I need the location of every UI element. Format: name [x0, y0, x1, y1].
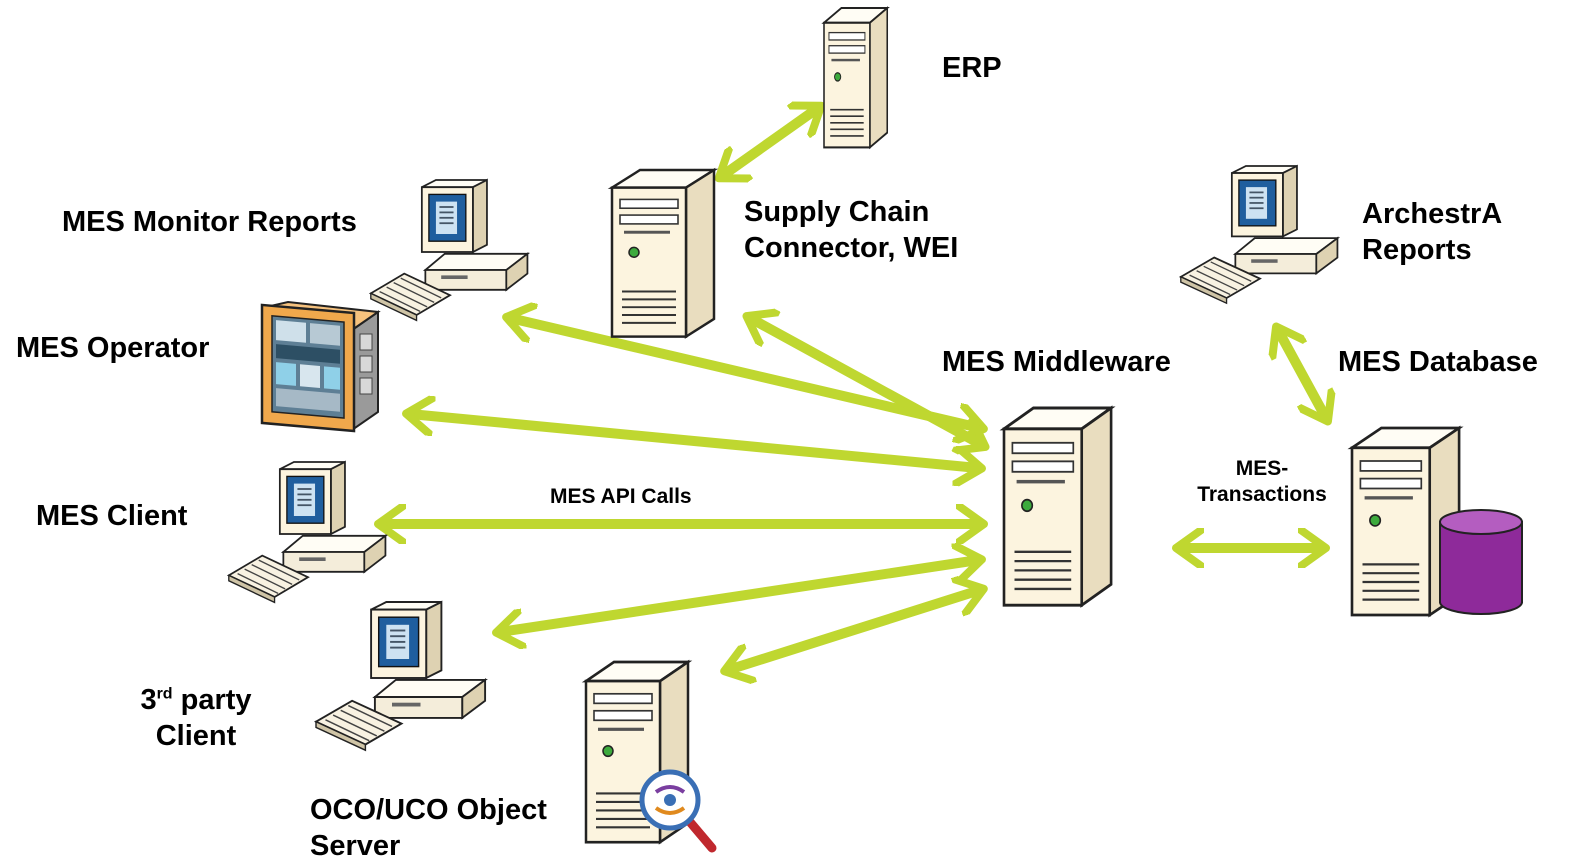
third-party-label-line1: 3rd party: [116, 682, 276, 718]
arrow-monitor-middleware: [510, 318, 980, 428]
mes-client-label: MES Client: [36, 500, 188, 532]
mes-api-calls-label: MES API Calls: [550, 485, 692, 508]
archestra-reports-label: ArchestrA Reports: [1362, 196, 1502, 268]
middleware-server-icon: [1002, 406, 1113, 607]
oco-label-line2: Server: [310, 830, 401, 862]
mes-operator-label: MES Operator: [16, 332, 210, 364]
third-party-label-line2: Client: [155, 720, 237, 752]
mes-monitor-reports-label: MES Monitor Reports: [62, 206, 357, 238]
arrow-operator-middleware: [410, 414, 978, 468]
mes-transactions-label: MES- Transactions: [1196, 456, 1328, 508]
archestra-workstation-icon: [1179, 165, 1339, 305]
supply-chain-label-line2: Connector, WEI: [744, 232, 959, 264]
supply-chain-server-icon: [610, 168, 716, 338]
third-party-party: party: [172, 684, 252, 716]
archestra-label-line1: ArchestrA: [1362, 198, 1503, 230]
object-search-icon: [639, 769, 717, 853]
oco-label-line1: OCO/UCO Object: [310, 794, 547, 826]
mes-database-label: MES Database: [1338, 346, 1538, 378]
third-party-sup: rd: [156, 685, 173, 703]
erp-label: ERP: [942, 52, 1002, 84]
third-party-number: 3: [140, 684, 157, 716]
mes-client-workstation-icon: [227, 461, 387, 604]
arrow-oco-middleware: [728, 590, 980, 670]
oco-uco-object-server-label: OCO/UCO Object Server: [310, 792, 547, 864]
arrow-archestra-database: [1278, 330, 1326, 418]
touch-panel-icon: [260, 300, 381, 433]
archestra-label-line2: Reports: [1362, 234, 1472, 266]
arrow-thirdparty-middleware: [500, 560, 978, 632]
supply-chain-label-line1: Supply Chain: [744, 196, 930, 228]
third-party-workstation-icon: [315, 601, 487, 752]
supply-chain-label: Supply Chain Connector, WEI: [744, 194, 958, 266]
arrow-erp-supplychain: [722, 108, 818, 176]
mes-transactions-line1: MES-: [1235, 457, 1289, 480]
third-party-client-label: 3rd party Client: [116, 682, 276, 754]
mes-middleware-label: MES Middleware: [942, 346, 1171, 378]
mes-transactions-line2: Transactions: [1197, 483, 1327, 506]
mes-monitor-workstation-icon: [369, 179, 529, 322]
erp-server-icon: [822, 6, 889, 149]
connection-arrows: [382, 108, 1326, 670]
database-icon: [1439, 509, 1523, 615]
